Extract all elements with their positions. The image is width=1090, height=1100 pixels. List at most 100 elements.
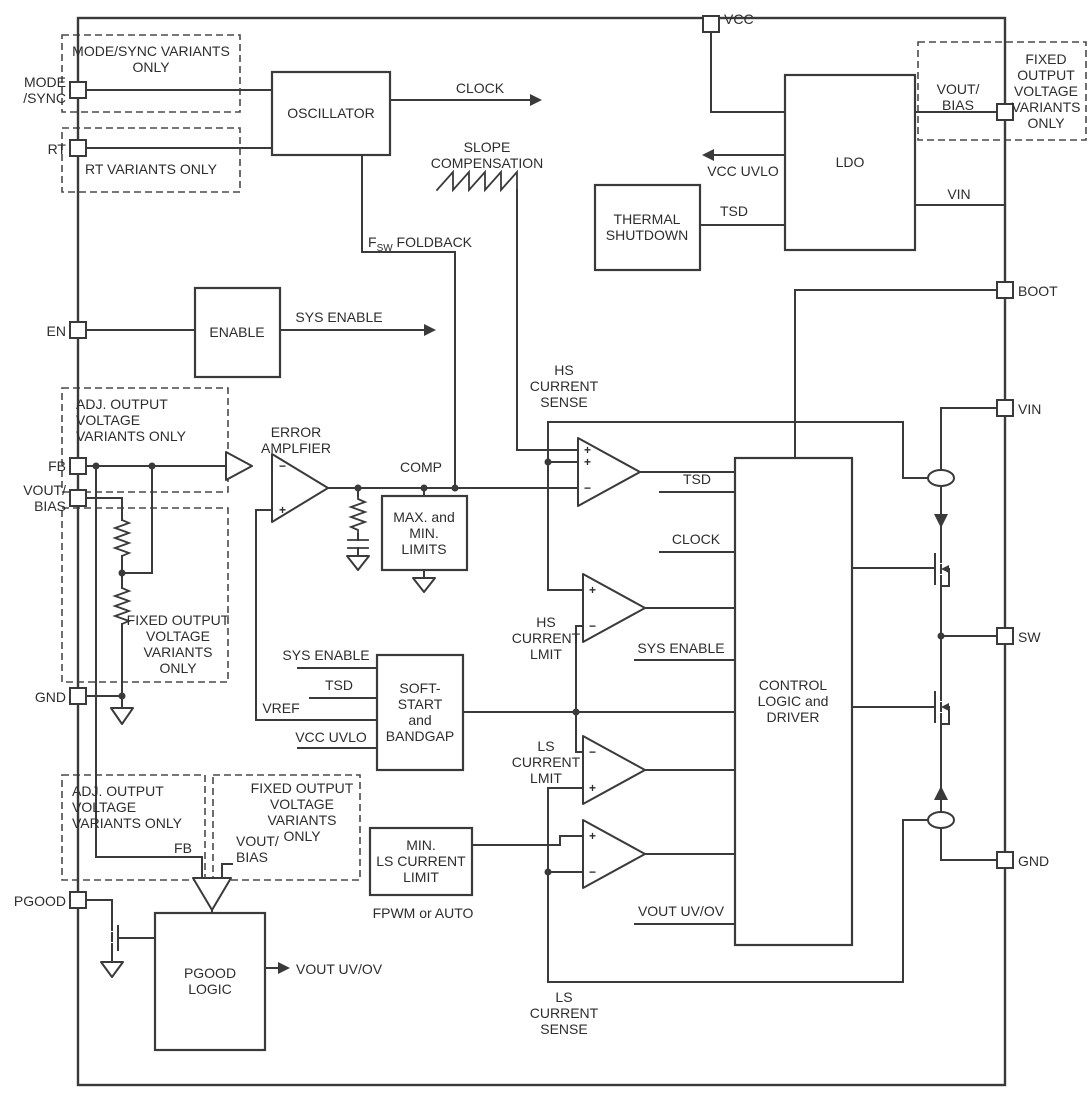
ls-current-sense-element [927,811,955,829]
fixed-output-variants-top-right-box [917,41,1087,141]
hs-current-limit-comparator [582,573,646,643]
vin-pin [996,399,1014,417]
tsd-control-label: TSD [683,470,711,487]
junction-dot [148,462,156,470]
fb-buffer-triangle [225,451,253,481]
vin-wire [940,407,998,471]
ls-zero-plus: + [589,829,597,843]
fixed-output-variants-note: FIXED OUTPUT VOLTAGE VARIANTS ONLY [126,611,230,677]
sys-enable-label: SYS ENABLE [295,308,383,325]
hs-body-stub [940,568,950,587]
slope-comp-wire [516,189,579,451]
vcc-uvlo-label: VCC UVLO [707,162,779,179]
current-sense-elements [927,469,955,829]
adj-output-variants-note: ADJ. OUTPUT VOLTAGE VARIANTS ONLY [76,396,186,445]
pin-label-boot: BOOT [1018,283,1058,299]
hs-limit-plus: + [589,583,597,597]
adj-output-variants-bottom-box [61,774,206,881]
vin-ldo-label: VIN [947,185,971,202]
junction-dot [544,458,552,466]
junction-dot [937,632,945,640]
pgood-fet-ground [100,961,124,978]
arrowheads [278,94,948,974]
pwm-plus-1: + [584,443,592,457]
ls-sense-wire [547,787,929,983]
clock-arrow [530,94,542,106]
junction-dot [451,484,459,492]
sw-pin [996,627,1014,645]
pin-label-fb: FB [48,458,66,474]
sys-enable-control-label: SYS ENABLE [637,639,725,656]
ls-mosfet [851,689,950,725]
soft-start-label: SOFT- START and BANDGAP [385,679,455,745]
ldo-label: LDO [835,153,865,170]
ls-current-limit-label: LS CURRENT LMIT [511,737,581,787]
clock-control-label: CLOCK [671,530,721,547]
ls-limit-minus: − [589,745,597,759]
pins [69,15,1014,909]
rt-variants-note: RT VARIANTS ONLY [85,160,217,177]
vref-label: VREF [262,699,300,716]
error-amplifier-label: ERROR AMPLFIER [260,423,332,456]
tsd-ss-label: TSD [325,676,353,693]
fixed-output-variants-box [61,507,229,683]
pgood-uvov-arrow [278,962,290,974]
pin-label-pgood: PGOOD [13,893,66,909]
junction-dot [572,708,580,716]
comp-capacitor [347,539,369,549]
min-ls-current-limit-label: MIN. LS CURRENT LIMIT [376,836,466,886]
fb-bottom-label: FB [174,839,192,856]
junction-dot [92,462,100,470]
divider-tap-wire [121,465,153,574]
junction-dot [118,692,126,700]
junction-dot [544,868,552,876]
rt-pin [69,139,87,157]
pwm-minus: − [584,481,592,495]
error-amp-plus: + [279,503,287,517]
sys-enable-arrow [424,324,436,336]
pgood-logic-label: PGOOD LOGIC [183,964,237,997]
hs-mosfet [851,551,950,587]
gnd-pin [69,687,87,705]
pin-label-gnd-right: GND [1018,853,1050,869]
ls-current-limit-comparator [582,735,646,805]
tsd-label: TSD [720,202,748,219]
gnd-pin-ground [110,707,134,725]
comp-resistor [348,495,368,535]
hs-current-sense-element [927,469,955,487]
adj-output-variants-box [61,387,229,493]
maxmin-ground [412,577,436,593]
enable-label: ENABLE [209,323,265,340]
ls-zero-minus: − [589,865,597,879]
mosfets [111,551,950,963]
mode-sync-pin [69,81,87,99]
hs-current-limit-label: HS CURRENT LMIT [511,613,581,663]
pwm-plus-2: + [584,455,592,469]
pgood-wire [85,899,113,921]
vout-bias-cmp-stub [221,863,233,879]
thermal-shutdown-block [593,183,702,272]
pin-label-mode-sync: MODE /SYNC [23,74,66,107]
fb-bottom-wire [95,465,203,879]
vout-bias-pin [69,489,87,507]
fixed-output-variants-top-right-note: FIXED OUTPUT VOLTAGE VARIANTS ONLY [1011,50,1081,132]
pin-label-vout-bias-top: VOUT/ BIAS [936,80,980,113]
fsw-foldback-wire [361,154,456,489]
error-amp-minus: − [279,459,287,473]
sawtooth-waveform [435,169,518,193]
control-logic-block [733,456,854,947]
blocks [153,70,917,1052]
max-min-limits-block [380,494,469,572]
ground-symbols [100,555,436,978]
ic-outline [76,16,1007,1087]
junction-dot [420,484,428,492]
hs-current-sense-label: HS CURRENT SENSE [529,361,599,411]
adj-output-variants-bottom-note: ADJ. OUTPUT VOLTAGE VARIANTS ONLY [72,783,182,832]
min-ls-out-wire [471,835,584,846]
pin-label-rt: RT [47,141,66,157]
fixed-output-variants-bottom-box [212,774,361,881]
thermal-shutdown-label: THERMAL SHUTDOWN [605,210,689,243]
vcc-uvlo-ss-label: VCC UVLO [295,728,367,745]
vout-bias-top-pin [996,103,1014,121]
